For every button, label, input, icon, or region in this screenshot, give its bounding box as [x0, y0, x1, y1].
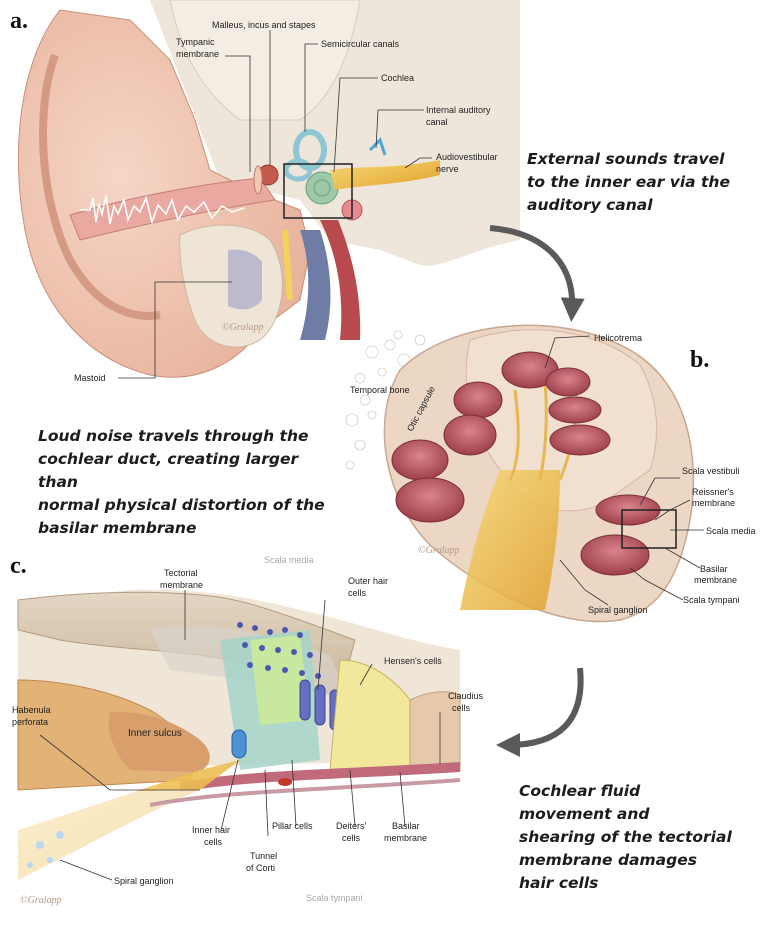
note-external-line-2: to the inner ear via the	[527, 173, 730, 191]
note-loud-line-3: normal physical distortion of the	[38, 496, 325, 514]
label-inner-hair-2: cells	[204, 837, 223, 847]
vessel-dot	[278, 778, 292, 786]
label-mastoid: Mastoid	[74, 373, 106, 383]
tympanic-membrane-shape	[253, 165, 263, 195]
label-deiters-1: Deiters'	[336, 821, 367, 831]
cochlea-spiral	[313, 179, 331, 197]
signature-a: ©Gralapp	[222, 322, 264, 333]
mastoid-air-cells	[228, 249, 262, 310]
tympanic-lining	[149, 778, 461, 807]
panel-c-letter: c.	[10, 553, 27, 579]
focus-box-b	[621, 509, 677, 549]
label-cochlea: Cochlea	[381, 73, 414, 83]
label-tectorial-2: membrane	[160, 580, 203, 590]
panel-b: b. Helicotrema Temporal bone Otic capsul…	[345, 324, 756, 623]
label-deiters-2: cells	[342, 833, 361, 843]
arrow-a-to-b	[489, 225, 585, 322]
label-scala-tympani-c: Scala tympani	[306, 893, 363, 903]
label-internal-1: Internal auditory	[426, 105, 491, 115]
note-fluid-line-1: Cochlear fluid	[519, 782, 641, 800]
spiral-ganglion-fan	[460, 470, 560, 610]
label-pillar: Pillar cells	[272, 821, 313, 831]
label-spiral-ganglion-c: Spiral ganglion	[114, 876, 174, 886]
panel-b-letter: b.	[690, 347, 709, 373]
semicircular-canal-2	[283, 158, 313, 182]
claudius-cells-shape	[409, 691, 461, 773]
basilar-membrane-shape	[180, 762, 460, 792]
label-reissners-2: membrane	[692, 498, 735, 508]
auditory-canal	[69, 177, 276, 241]
sound-wave	[80, 195, 245, 225]
arrow-b-to-c	[496, 667, 584, 757]
bone-texture	[345, 330, 426, 470]
label-spiral-ganglion-b: Spiral ganglion	[588, 605, 648, 615]
label-hensens: Hensen's cells	[384, 656, 442, 666]
note-external-line-1: External sounds travel	[527, 150, 725, 168]
note-loud-line-4: basilar membrane	[38, 519, 197, 537]
label-inner-sulcus: Inner sulcus	[128, 728, 182, 739]
label-reissners-1: Reissner's	[692, 487, 734, 497]
label-inner-hair-1: Inner hair	[192, 825, 230, 835]
label-basilar-b-1: Basilar	[700, 564, 728, 574]
panel-c: c. Scala media Tectorial membrane Outer …	[10, 553, 484, 906]
internal-canal-mark	[368, 137, 387, 156]
signature-c: ©Gralapp	[20, 895, 62, 906]
nerve-yellow-a	[282, 229, 293, 301]
label-tunnel-1: Tunnel	[250, 851, 277, 861]
inner-hair-cell	[231, 729, 247, 759]
label-scala-media-c: Scala media	[264, 555, 314, 565]
label-temporal-bone: Temporal bone	[350, 385, 410, 395]
label-helicotrema: Helicotrema	[594, 333, 642, 343]
note-external-line-3: auditory canal	[527, 196, 653, 214]
label-outer-hair-2: cells	[348, 588, 367, 598]
note-fluid-line-3: shearing of the tectorial	[519, 828, 732, 846]
label-claudius-1: Claudius	[448, 691, 484, 701]
label-semicircular: Semicircular canals	[321, 39, 400, 49]
label-audio-2: nerve	[436, 164, 459, 174]
note-loud-line-2: cochlear duct, creating larger than	[38, 450, 299, 491]
label-basilar-b-2: membrane	[694, 575, 737, 585]
stereocilia-rows	[237, 622, 321, 679]
panel-a: a. Malleus, incus and stapes Tympanic me…	[10, 0, 520, 383]
label-scala-vestibuli: Scala vestibuli	[682, 466, 740, 476]
label-scala-tympani-b: Scala tympani	[683, 595, 740, 605]
artery	[320, 220, 361, 340]
signature-b: ©Gralapp	[418, 545, 460, 556]
label-basilar-c-1: Basilar	[392, 821, 420, 831]
label-basilar-c-2: membrane	[384, 833, 427, 843]
label-tympanic-2: membrane	[176, 49, 219, 59]
label-claudius-2: cells	[452, 703, 471, 713]
note-loud-noise: Loud noise travels through the cochlear …	[38, 425, 338, 540]
helix-rim	[39, 53, 161, 320]
panel-a-letter: a.	[10, 8, 28, 34]
note-cochlear-fluid: Cochlear fluid movement and shearing of …	[519, 780, 759, 895]
label-habenula-2: perforata	[12, 717, 48, 727]
label-habenula-1: Habenula	[12, 705, 51, 715]
focus-box-a	[283, 163, 353, 219]
pillar-region	[250, 635, 310, 725]
label-tympanic-1: Tympanic	[176, 37, 215, 47]
note-fluid-line-2: movement and	[519, 805, 650, 823]
note-fluid-line-5: hair cells	[519, 874, 599, 892]
note-fluid-line-4: membrane damages	[519, 851, 697, 869]
audiovestibular-nerve	[330, 160, 440, 190]
label-internal-2: canal	[426, 117, 448, 127]
scala-tympani-field	[18, 780, 460, 905]
label-malleus: Malleus, incus and stapes	[212, 20, 316, 30]
label-tunnel-2: of Corti	[246, 863, 275, 873]
vein	[300, 230, 331, 340]
label-scala-media: Scala media	[706, 526, 756, 536]
label-tectorial-1: Tectorial	[164, 568, 198, 578]
inner-sulcus-shape	[108, 711, 210, 772]
note-external-sounds: External sounds travel to the inner ear …	[527, 148, 757, 217]
label-outer-hair-1: Outer hair	[348, 576, 388, 586]
label-audio-1: Audiovestibular	[436, 152, 498, 162]
note-loud-line-1: Loud noise travels through the	[38, 427, 309, 445]
